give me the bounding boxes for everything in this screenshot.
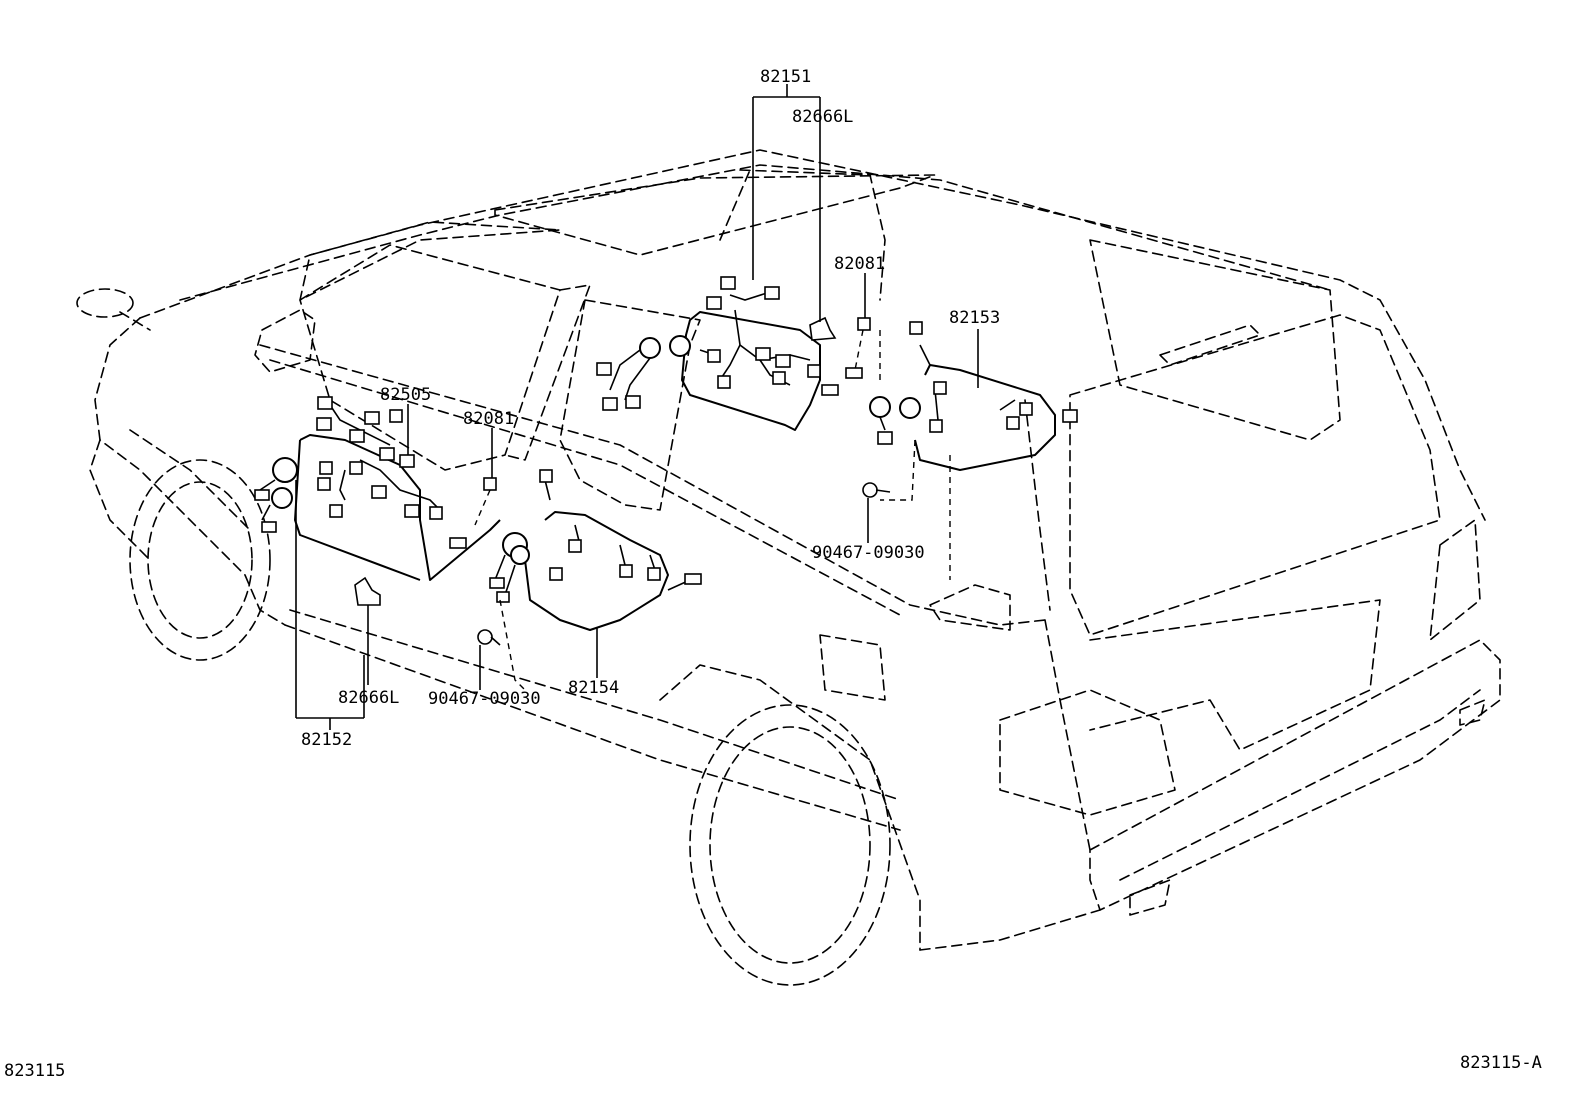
connector [596,362,612,376]
clip [809,316,837,341]
connector [821,384,839,396]
connector [909,321,923,335]
connector [429,506,443,520]
connector [549,567,563,581]
rear-overhead-harness [862,321,1078,498]
connector [319,461,333,475]
connector [933,381,947,395]
connector [684,573,702,585]
front-overhead-harness [596,276,871,431]
connector [1006,416,1020,430]
vehicle-body-outline [76,149,1501,986]
connector [707,349,721,363]
connector [877,431,893,445]
connector [489,577,505,589]
connector [807,364,821,378]
connector [317,477,331,491]
label-front-overhead-clip: 82666L [792,107,853,127]
diagram-id-variant: 823115-A [1460,1053,1542,1073]
connector [449,537,467,549]
diagram-id: 823115 [4,1061,65,1081]
connector [364,411,380,425]
connector [261,521,277,533]
bolt [477,629,493,645]
connector [329,504,343,518]
label-side-clip-bolt: 90467-09030 [428,689,541,709]
rear-side-harness [477,469,702,646]
connector [1062,409,1078,423]
connector [317,396,333,410]
clip [354,576,381,606]
connector [720,276,736,290]
connector [717,375,731,389]
connector [496,591,510,603]
connector [929,419,943,433]
connector [389,409,403,423]
connector [845,367,863,379]
connector [399,454,415,468]
label-front-floor-harness: 82152 [301,730,352,750]
connector [568,539,582,553]
leader-lines [295,84,979,730]
label-front-door-sub-harness: 82505 [380,385,431,405]
label-front-floor-clip: 82666L [338,688,399,708]
connector [857,317,871,331]
connector [404,504,420,518]
front-floor-harness [254,396,501,606]
connector [483,477,497,491]
connector [775,354,791,368]
connector [602,397,618,411]
connector [371,485,387,499]
connector [647,567,661,581]
bolt [862,482,878,498]
connector [349,429,365,443]
connector [316,417,332,431]
connector [755,347,771,361]
label-front-overhead-harness: 82151 [760,67,811,87]
connector [619,564,633,578]
label-rear-clip-bolt: 90467-09030 [812,543,925,563]
connector [539,469,553,483]
connector [706,296,722,310]
label-front-center-connector: 82081 [834,254,885,274]
label-front-side-connector: 82081 [463,409,514,429]
connector [772,371,786,385]
connector [254,489,270,501]
callout-labels: 82151 82666L 82081 82153 90467-09030 825… [301,67,1000,750]
label-rear-overhead-harness: 82153 [949,308,1000,328]
connector [764,286,780,300]
connector [625,395,641,409]
connector [379,447,395,461]
connector [1019,402,1033,416]
label-rear-side-harness: 82154 [568,678,619,698]
connector [349,461,363,475]
